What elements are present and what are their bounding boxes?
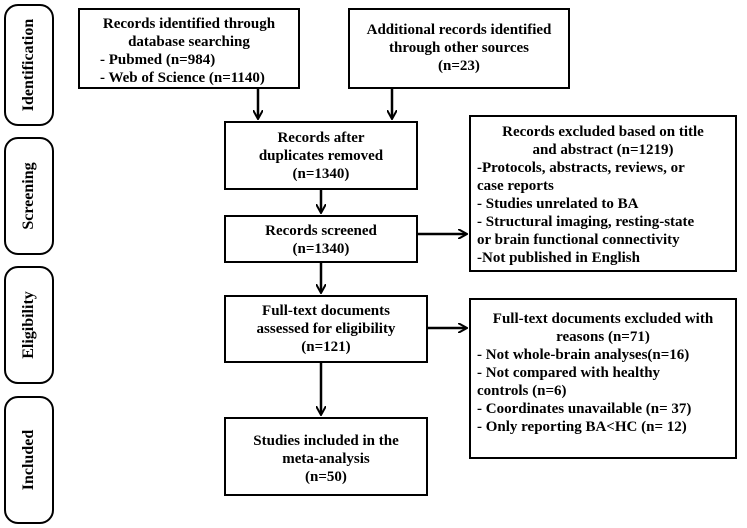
duplicates-removed-line-2: duplicates removed xyxy=(258,148,384,164)
database-search-title-2: database searching xyxy=(128,34,250,50)
fulltext-assessed-box: Full-text documents assessed for eligibi… xyxy=(224,295,428,363)
excluded-title-abstract-title-1: Records excluded based on title xyxy=(502,124,704,140)
excluded-reason: or brain functional connectivity xyxy=(477,232,680,248)
included-studies-box: Studies included in the meta-analysis (n… xyxy=(224,417,428,496)
duplicates-removed-line-1: Records after xyxy=(277,130,365,146)
excluded-reason: -Not published in English xyxy=(477,250,640,266)
phase-screening: Screening xyxy=(4,137,54,255)
fulltext-excluded-reason: - Not whole-brain analyses(n=16) xyxy=(477,347,690,363)
screened-box: Records screened (n=1340) xyxy=(224,215,418,263)
other-sources-box: Additional records identified through ot… xyxy=(348,8,570,89)
fulltext-excluded-reason: - Only reporting BA<HC (n= 12) xyxy=(477,419,687,435)
excluded-reason: - Studies unrelated to BA xyxy=(477,196,639,212)
fulltext-assessed-line-2: assessed for eligibility xyxy=(256,321,396,337)
fulltext-excluded-title-2: reasons (n=71) xyxy=(556,329,650,345)
fulltext-excluded-reason: - Not compared with healthy xyxy=(477,365,661,381)
included-studies-line-2: meta-analysis xyxy=(282,451,370,467)
fulltext-excluded-reason: - Coordinates unavailable (n= 37) xyxy=(477,401,692,417)
excluded-reason: - Structural imaging, resting-state xyxy=(477,214,695,230)
fulltext-assessed-count: (n=121) xyxy=(301,339,351,355)
duplicates-removed-box: Records after duplicates removed (n=1340… xyxy=(224,121,418,190)
included-studies-line-1: Studies included in the xyxy=(253,433,399,449)
screened-line-1: Records screened xyxy=(265,223,377,239)
database-search-item: - Web of Science (n=1140) xyxy=(100,70,265,86)
phase-eligibility: Eligibility xyxy=(4,266,54,384)
other-sources-line-2: through other sources xyxy=(388,40,529,56)
other-sources-count: (n=23) xyxy=(438,58,480,74)
excluded-reason: case reports xyxy=(477,178,554,194)
excluded-reason: -Protocols, abstracts, reviews, or xyxy=(477,160,685,176)
database-search-title-1: Records identified through xyxy=(102,16,276,32)
database-search-item: - Pubmed (n=984) xyxy=(100,52,216,68)
database-search-box: Records identified through database sear… xyxy=(78,8,300,89)
excluded-title-abstract-title-2: and abstract (n=1219) xyxy=(532,142,674,158)
phase-identification: Identification xyxy=(4,4,54,126)
duplicates-removed-count: (n=1340) xyxy=(292,166,350,182)
included-studies-count: (n=50) xyxy=(305,469,347,485)
fulltext-excluded-box: Full-text documents excluded with reason… xyxy=(469,298,737,459)
other-sources-line-1: Additional records identified xyxy=(366,22,552,38)
excluded-title-abstract-box: Records excluded based on title and abst… xyxy=(469,115,737,272)
fulltext-excluded-reason: controls (n=6) xyxy=(477,383,567,399)
phase-included: Included xyxy=(4,396,54,524)
screened-count: (n=1340) xyxy=(292,241,350,257)
fulltext-assessed-line-1: Full-text documents xyxy=(262,303,390,319)
fulltext-excluded-title-1: Full-text documents excluded with xyxy=(492,311,714,327)
